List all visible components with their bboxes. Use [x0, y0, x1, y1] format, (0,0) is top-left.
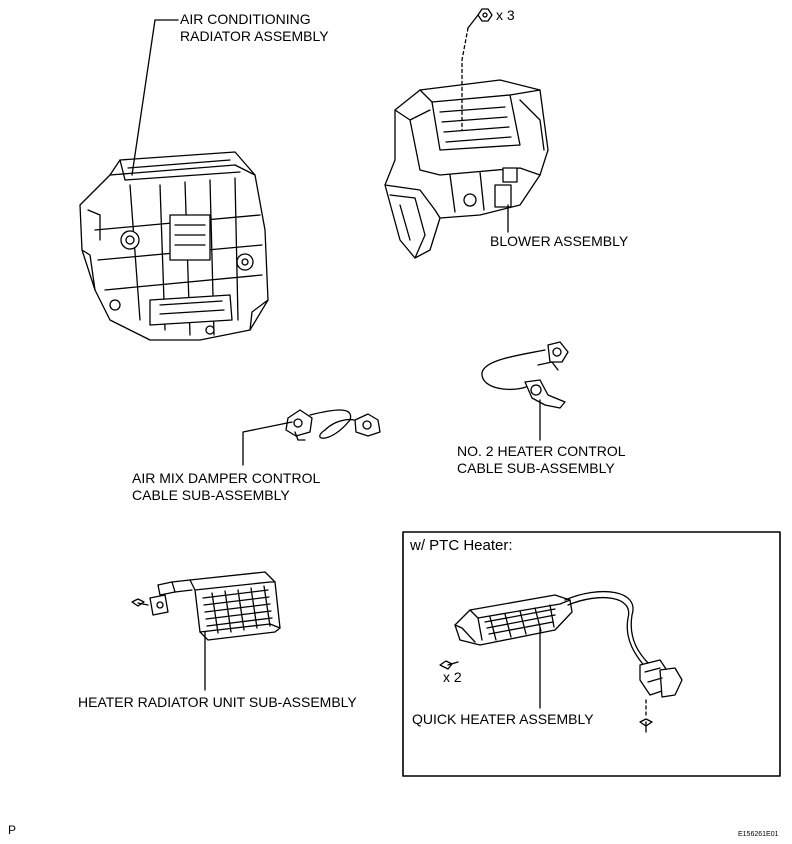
ac-radiator-label-line-2: RADIATOR ASSEMBLY [180, 28, 329, 44]
quick-heater-assembly-drawing [454, 590, 683, 698]
quick-heater-screw-quantity: x 2 [443, 669, 462, 685]
blower-screw-leader-line [461, 27, 469, 131]
air-mix-label-line-2: CABLE SUB-ASSEMBLY [132, 487, 290, 503]
ac-radiator-leader-line [131, 19, 179, 176]
no2-heater-control-cable-label: NO. 2 HEATER CONTROL CABLE SUB-ASSEMBLY [457, 443, 626, 477]
no2-cable-label-line-2: CABLE SUB-ASSEMBLY [457, 460, 615, 476]
blower-assembly-label: BLOWER ASSEMBLY [490, 233, 629, 249]
no2-heater-control-cable-drawing [481, 341, 569, 409]
heater-radiator-screw-icon [131, 598, 149, 607]
air-mix-damper-cable-label: AIR MIX DAMPER CONTROL CABLE SUB-ASSEMBL… [132, 470, 320, 504]
heater-radiator-unit-drawing [149, 571, 281, 641]
ptc-heater-box [402, 531, 781, 777]
ptc-heater-box-title: w/ PTC Heater: [410, 537, 513, 554]
air-mix-label-line-1: AIR MIX DAMPER CONTROL [132, 470, 321, 486]
air-conditioning-radiator-assembly-drawing [79, 151, 269, 341]
air-mix-cable-leader-line [242, 421, 293, 466]
quick-heater-assembly-label: QUICK HEATER ASSEMBLY [412, 711, 594, 727]
blower-screw-icon [467, 8, 493, 29]
quick-heater-screw-left-icon [439, 660, 459, 670]
heater-radiator-unit-label: HEATER RADIATOR UNIT SUB-ASSEMBLY [78, 694, 357, 710]
ac-radiator-label: AIR CONDITIONING RADIATOR ASSEMBLY [180, 11, 329, 45]
blower-screw-quantity: x 3 [496, 7, 515, 23]
corner-mark-left: P [8, 823, 17, 837]
quick-heater-screw-bottom-icon [639, 718, 653, 733]
blower-assembly-drawing [384, 79, 549, 259]
no2-cable-label-line-1: NO. 2 HEATER CONTROL [457, 443, 626, 459]
air-mix-damper-cable-drawing [285, 409, 381, 441]
figure-code: E156261E01 [738, 831, 779, 838]
ac-radiator-label-line-1: AIR CONDITIONING [180, 11, 311, 27]
